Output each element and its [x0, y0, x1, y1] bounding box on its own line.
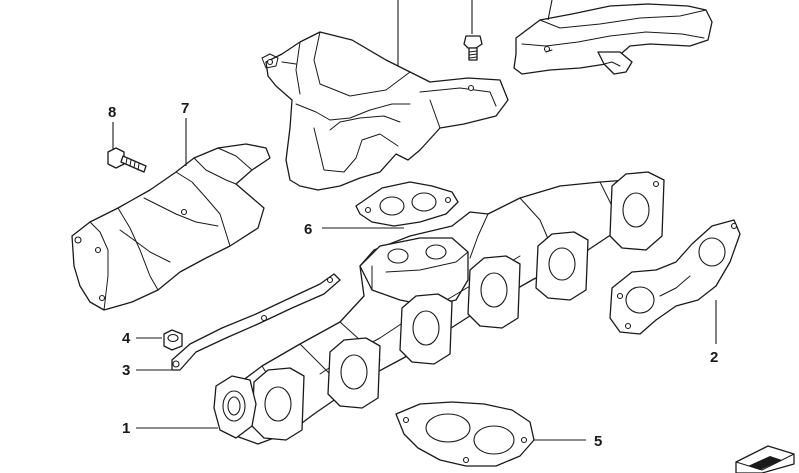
callout-5: 5 — [594, 433, 602, 450]
callout-6: 6 — [304, 221, 312, 238]
nut-4[interactable] — [163, 329, 183, 351]
leader-lines — [112, 0, 717, 441]
callout-4: 4 — [122, 330, 131, 347]
gasket-6[interactable] — [355, 181, 459, 227]
left-heat-shield[interactable] — [71, 143, 271, 311]
callout-1: 1 — [122, 420, 130, 437]
bolt-8[interactable] — [107, 147, 147, 173]
gasket-2[interactable] — [609, 219, 741, 335]
leader-top-c — [547, 0, 553, 21]
exhaust-manifold-1[interactable] — [213, 171, 665, 445]
gasket-5[interactable] — [395, 401, 535, 467]
bracket-strip-3[interactable] — [171, 273, 341, 371]
upper-heat-shield[interactable] — [261, 31, 509, 191]
arrow-logo-icon — [735, 445, 795, 473]
callout-labels: 1 2 3 4 5 6 7 8 — [108, 100, 718, 450]
callout-8: 8 — [108, 104, 116, 121]
callout-7: 7 — [181, 100, 189, 117]
callout-3: 3 — [122, 362, 130, 379]
upper-right-heat-shield[interactable] — [513, 3, 713, 75]
bolt-top[interactable] — [463, 35, 483, 61]
callout-2: 2 — [710, 349, 718, 366]
